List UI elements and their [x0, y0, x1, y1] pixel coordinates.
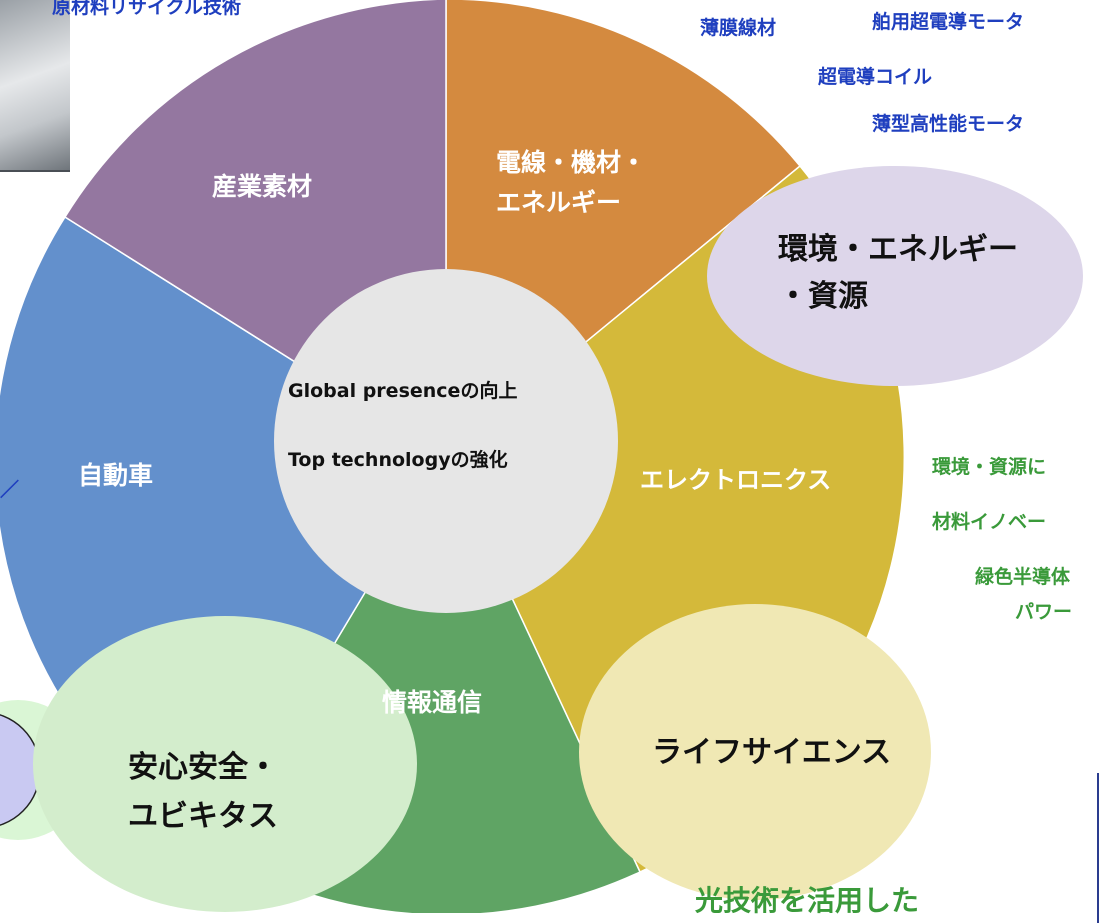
bubble-safety-line1: 安心安全・	[128, 750, 278, 785]
segment-label-wire-1: 電線・機材・	[496, 148, 647, 177]
bubble-life-line1: ライフサイエンス	[652, 735, 892, 770]
annotation-sc-coil: 超電導コイル	[818, 66, 933, 88]
right-box-fragment	[1097, 773, 1101, 923]
segment-label-electronics: エレクトロニクス	[640, 466, 832, 494]
annotation-thin-motor: 薄型高性能モータ	[872, 113, 1025, 135]
annotation-green-semi: 緑色半導体	[975, 566, 1071, 588]
center-hub	[274, 269, 618, 613]
car-photo	[0, 0, 70, 172]
annotation-ship-motor: 舶用超電導モータ	[872, 11, 1025, 33]
bubble-environment-line1: 環境・エネルギー	[778, 232, 1018, 267]
bubble-safety	[33, 616, 417, 912]
segment-label-auto: 自動車	[78, 461, 154, 490]
annotation-optical: 光技術を活用した	[695, 884, 920, 917]
bubble-environment-line2: ・資源	[778, 279, 868, 314]
annotation-recycle: 原材料リサイクル技術	[52, 0, 242, 18]
segment-label-material: 産業素材	[212, 172, 313, 201]
bubble-environment	[707, 166, 1083, 386]
bubble-safety-line2: ユビキタス	[128, 799, 278, 834]
segment-label-ict: 情報通信	[382, 688, 483, 717]
annotation-film-wire: 薄膜線材	[700, 17, 777, 39]
annotation-power: パワー	[1015, 601, 1073, 623]
bubble-life-science	[579, 604, 931, 900]
hub-text-global: Global presenceの向上	[288, 380, 518, 402]
hub-text-technology: Top technologyの強化	[288, 449, 508, 471]
segment-label-wire-2: エネルギー	[496, 188, 622, 217]
annotation-left-fragment: ／	[0, 479, 20, 501]
annotation-env-resource: 環境・資源に	[932, 456, 1047, 478]
annotation-material-innovation: 材料イノベー	[932, 511, 1047, 533]
